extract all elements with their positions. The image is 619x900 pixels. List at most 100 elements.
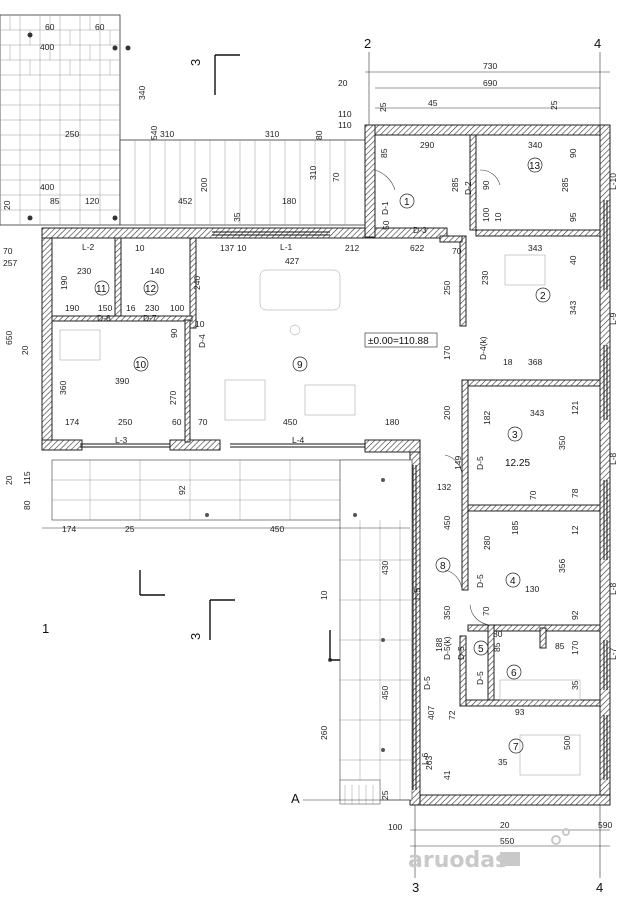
door-d5e: D-5	[475, 671, 485, 685]
dim-100r: 100	[481, 208, 491, 222]
dim-140: 622	[410, 243, 424, 253]
dim-20-top: 20	[338, 78, 348, 88]
dim-450c: 450	[283, 417, 297, 427]
window-labels: L-1 L-2 L-3 L-4 L-5 L-6 L-7 L-8 L-8 L-9 …	[82, 173, 618, 765]
dim-230b: 212	[345, 243, 359, 253]
dim-70b: 70	[198, 417, 208, 427]
dim-450a: 25	[125, 524, 135, 534]
window-l6: L-6	[420, 752, 430, 765]
dim-285a: 285	[450, 178, 460, 192]
dim-260: 450	[380, 686, 390, 700]
dim-left: 174 25 450 650 20 70 257 190 20 115 80 9…	[3, 243, 424, 534]
dim-25c: 41	[442, 770, 452, 780]
dim-78: 78	[570, 488, 580, 498]
dim-212: 137	[220, 243, 234, 253]
room-3: 3	[512, 430, 518, 441]
dim-95: 95	[568, 212, 578, 222]
window-l1: L-1	[280, 242, 293, 252]
dim-90r2: 90	[568, 148, 578, 158]
dim-25-top: 25	[378, 102, 388, 112]
dim-150: 70	[3, 246, 13, 256]
axis-4-top: 4	[594, 36, 601, 51]
room-8: 8	[440, 561, 446, 572]
window-l8b: L-8	[608, 582, 618, 595]
door-d5k: D-5(k)	[442, 636, 452, 660]
axis-A: A	[291, 791, 300, 806]
dim-250: 250	[65, 129, 79, 139]
dim-368: 368	[528, 357, 542, 367]
furniture	[59, 254, 581, 776]
dim-350b: 356	[557, 559, 567, 573]
watermark-logo: aruodas lt	[408, 828, 570, 873]
dim-25b: 174	[65, 417, 79, 427]
dim-70: 70	[331, 172, 341, 182]
terrace-lower	[51, 459, 413, 805]
door-d5a: D-5	[475, 456, 485, 470]
room-9: 9	[297, 360, 303, 371]
dim-190a: 230	[77, 266, 91, 276]
dim-730: 730	[483, 61, 497, 71]
dim-70c: 70	[528, 490, 538, 500]
dim-170: 170	[442, 346, 452, 360]
room-7: 7	[513, 742, 519, 753]
elevation-mark: ±0.00=110.88	[368, 336, 429, 347]
dim-85: 85	[50, 196, 60, 206]
dim-170b: 85	[555, 641, 565, 651]
window-l2: L-2	[82, 242, 95, 252]
dim-60: 60	[45, 22, 55, 32]
axis-1: 1	[42, 621, 49, 636]
dim-80: 80	[314, 130, 324, 140]
dim-174: 92	[177, 485, 187, 495]
door-labels: D-1 D-2 D-3 D-4 D-4(k) D-5 D-5 D-5 D-5(k…	[97, 181, 488, 690]
door-d7: D-7	[143, 313, 157, 323]
room-13: 13	[529, 161, 541, 172]
dim-185: 280	[482, 536, 492, 550]
dim-285b: 285	[560, 178, 570, 192]
window-l9: L-9	[608, 312, 618, 325]
dim-290: 290	[420, 140, 434, 150]
door-d1: D-1	[380, 201, 390, 215]
dim-450d: 430	[380, 561, 390, 575]
dim-72: 407	[426, 706, 436, 720]
dim-10c: 170	[570, 641, 580, 655]
window-l4: L-4	[292, 435, 305, 445]
dim-70d: 92	[570, 610, 580, 620]
dim-120: 120	[85, 196, 99, 206]
dim-90a: 150	[98, 303, 112, 313]
dim-250b: 250	[118, 417, 132, 427]
dim-356: 130	[525, 584, 539, 594]
dim-110: 110	[338, 109, 352, 119]
dim-45: 45	[428, 98, 438, 108]
window-l7: L-7	[608, 647, 618, 660]
dim-188: 80	[493, 629, 503, 639]
area-label: 12.25	[505, 458, 530, 469]
dim-190b: 140	[150, 266, 164, 276]
dim-430b: 260	[319, 726, 329, 740]
section-marks: 3 3	[139, 54, 340, 661]
dim-25-top2: 25	[549, 100, 559, 110]
dim-257: 230	[480, 271, 490, 285]
section-3-top: 3	[188, 59, 203, 66]
dim-92: 350	[442, 606, 452, 620]
dim-121: 121	[570, 401, 580, 415]
door-d4k: D-4(k)	[478, 336, 488, 360]
window-marks	[80, 200, 608, 790]
room-11: 11	[96, 284, 107, 295]
dim-407: 93	[515, 707, 525, 717]
dim-top: 730 690 20 25 45 25 290 340	[338, 61, 610, 150]
door-d3: D-3	[413, 225, 427, 235]
dim-360: 360	[58, 381, 68, 395]
dim-500: 35	[498, 757, 508, 767]
dim-10b: 10	[195, 319, 205, 329]
dim-90r: 90	[481, 180, 491, 190]
dim-20f: 590	[598, 820, 612, 830]
dim-80r: 70	[481, 606, 491, 616]
dim-343b: 343	[530, 408, 544, 418]
dim-100c: 25	[380, 790, 390, 800]
dim-40: 16	[126, 303, 136, 313]
dim-right: 85 285 90 285 90 95 100 10 50 343 40 343…	[319, 148, 612, 847]
door-d5d: D-5	[422, 676, 432, 690]
dim-350a: 350	[557, 436, 567, 450]
dim-280: 450	[442, 516, 452, 530]
dim-10r: 10	[493, 212, 503, 222]
